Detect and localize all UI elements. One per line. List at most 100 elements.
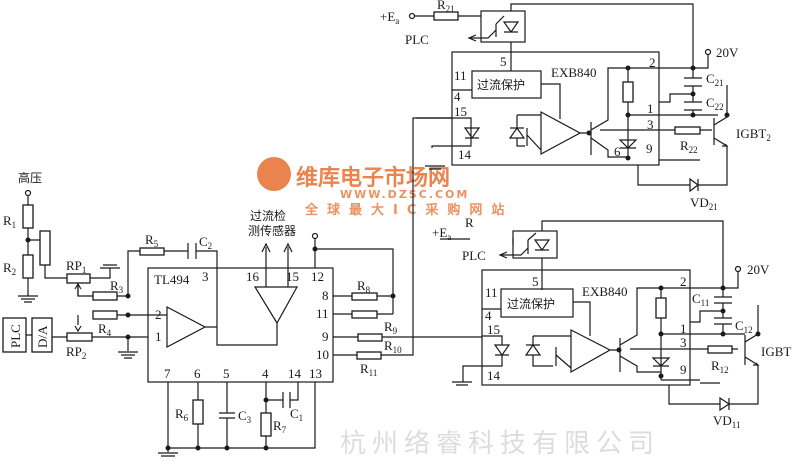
ground-icon: [118, 351, 138, 359]
label-components-r21-sub: 21: [446, 4, 455, 14]
internal-resistor: [655, 297, 667, 319]
schematic-text: RP2: [66, 344, 86, 361]
label-overcurrent_block: 过流保护: [507, 297, 555, 311]
label-exb_pins-p3: 3: [680, 335, 687, 350]
igbt2-transistor: [637, 85, 729, 193]
label-components-igbt2-base: IGBT: [736, 126, 766, 141]
label-chip_exb840: EXB840: [582, 284, 628, 299]
schematic-text: C1: [290, 406, 303, 423]
label-supply: 20V: [716, 45, 739, 60]
ground-icon: [158, 452, 178, 457]
schematic-text: RP1: [66, 258, 86, 275]
label-exb_pins-p3: 3: [647, 117, 654, 132]
schematic-text: C11: [692, 291, 709, 308]
label-components-c3-sub: 3: [247, 415, 252, 425]
schematic-text: VD21: [690, 195, 718, 212]
label-tl494_pins-p15: 15: [286, 269, 299, 284]
label-components-vd11-sub: 11: [732, 420, 741, 430]
label-components-r5-sub: 5: [154, 239, 159, 249]
schematic-text: C2: [199, 234, 212, 251]
r1: [22, 204, 34, 229]
tl494-chip: TL494 过流检 测传感器 3 16 15 12 2 1 8 11 9 10 …: [147, 117, 482, 457]
label-components-vd11-base: VD: [713, 413, 732, 428]
label-exb_pins-p4: 4: [454, 89, 461, 104]
label-components-r4-base: R: [98, 321, 107, 336]
schematic-text: R11: [360, 361, 377, 378]
label-components-rp2-sub: 2: [82, 351, 87, 361]
schematic-text: R9: [384, 319, 398, 336]
sensor-label: 测传感器: [248, 223, 296, 238]
schematic-text: R2: [3, 260, 16, 277]
label-exb_pins-p1: 1: [680, 321, 687, 336]
schematic-circle: [125, 312, 131, 318]
r7: [260, 412, 272, 437]
label-exb_pins-p9: 9: [646, 141, 653, 156]
hv-terminal: [24, 189, 32, 197]
label-tl494_pins-p14: 14: [288, 366, 302, 381]
schematic-circle: [224, 445, 230, 451]
label-components-c22-base: C: [706, 95, 715, 110]
schematic-circle: [658, 373, 664, 379]
schematic-text: R12: [711, 358, 729, 375]
label-components-r11-base: R: [360, 361, 369, 376]
schematic-text: R5: [145, 232, 159, 249]
label-components-c22-sub: 22: [715, 102, 724, 112]
exb840-upper: +Ea R21 PLC 5 过流保护 EXB840 11 4 15 14 2 1…: [380, 0, 771, 212]
input-network: 高压 PLC D/A R1 R2 RP1 R3 R4 RP2 R5 C2: [2, 170, 278, 361]
label-plc: PLC: [405, 32, 429, 47]
label-components-c2-sub: 2: [208, 241, 213, 251]
schematic-text: R22: [680, 138, 698, 155]
label-components-r9-base: R: [384, 319, 393, 334]
logo-icon: [257, 157, 291, 191]
internal-resistor: [622, 81, 634, 103]
label-components-rp1-sub: 1: [82, 265, 87, 275]
watermark-company: 杭州络睿科技有限公司: [340, 429, 660, 459]
label-components-c12-sub: 12: [744, 325, 753, 335]
schematic-circle: [658, 331, 664, 337]
label-components-r8-base: R: [357, 278, 366, 293]
schematic-text: C3: [238, 408, 252, 425]
schematic-circle: [704, 48, 712, 56]
wiper-arrow-icon: [74, 282, 82, 296]
label-components-r21-base: R: [437, 0, 446, 12]
label-tl494_pins-p1: 1: [155, 329, 162, 344]
potentiometer-box: [39, 230, 51, 266]
schematic-circle: [311, 232, 319, 240]
watermark-url: WWW.DZSC.COM: [340, 188, 469, 201]
schematic-text: R4: [98, 321, 112, 338]
label-tl494_pins-p6: 6: [194, 366, 201, 381]
label-chip_exb840: EXB840: [551, 65, 597, 80]
r3: [92, 291, 118, 301]
sensor-label: 过流检: [250, 208, 286, 223]
label-plc: PLC: [462, 248, 486, 263]
label-components-r6-base: R: [175, 406, 184, 421]
label-components-r1-base: R: [3, 213, 12, 228]
r21: [433, 11, 459, 21]
schematic-path: [590, 67, 718, 161]
label-components-r7-base: R: [273, 418, 282, 433]
label-components-c1-sub: 1: [299, 413, 304, 423]
label-components-c2-base: C: [199, 234, 208, 249]
schematic-path: [533, 239, 551, 252]
label-tl494_pins-p7: 7: [164, 366, 171, 381]
schematic-rect: [481, 269, 691, 386]
schematic-text: IGBT2: [736, 126, 771, 143]
label-components-r2-base: R: [3, 260, 12, 275]
schematic-circle: [263, 445, 269, 451]
schematic-circle: [720, 331, 726, 337]
label-tl494_pins-p12: 12: [311, 269, 324, 284]
label-components-c21-base: C: [706, 71, 715, 86]
label-components-r7-sub: 7: [282, 425, 287, 435]
label-components-rp2-base: RP: [66, 344, 82, 359]
r11: [356, 351, 382, 360]
schematic-path: [167, 382, 316, 452]
schematic-rect: [147, 267, 334, 383]
schematic-circle: [125, 293, 131, 299]
label-components-c11-sub: 11: [701, 298, 710, 308]
schematic-path: [425, 165, 445, 170]
label-components-r-base: R: [465, 215, 474, 230]
label-components-r12-sub: 12: [720, 365, 729, 375]
label-exb_pins-p11: 11: [485, 285, 498, 300]
watermark-logo: 维库电子市场网: [296, 165, 450, 191]
label-components-r6-sub: 6: [184, 413, 189, 423]
